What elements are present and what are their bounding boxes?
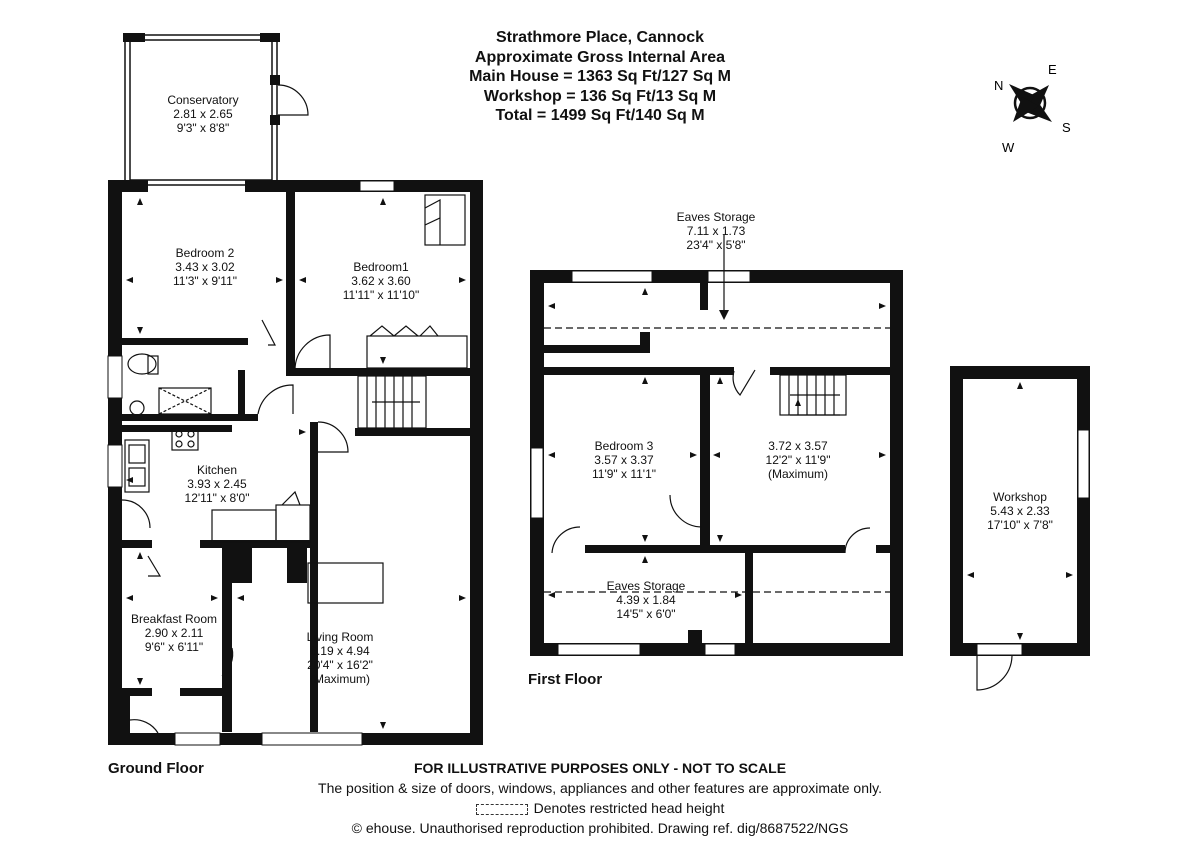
disclaimer-text: The position & size of doors, windows, a… bbox=[318, 780, 882, 796]
room-unnamed-first-floor: 3.72 x 3.57 12'2" x 11'9" (Maximum) bbox=[766, 439, 831, 481]
compass-icon: N E S W bbox=[994, 62, 1071, 155]
compass-e: E bbox=[1048, 62, 1057, 77]
svg-text:2.81 x 2.65: 2.81 x 2.65 bbox=[173, 107, 233, 121]
svg-text:Living Room: Living Room bbox=[307, 630, 374, 644]
ground-floor-plan bbox=[107, 33, 483, 746]
workshop-plan bbox=[950, 366, 1090, 691]
disclaimer-title: FOR ILLUSTRATIVE PURPOSES ONLY - NOT TO … bbox=[413, 760, 787, 776]
room-bedroom-3: Bedroom 3 3.57 x 3.37 11'9" x 11'1" bbox=[592, 439, 656, 481]
svg-text:3.43 x 3.02: 3.43 x 3.02 bbox=[175, 260, 235, 274]
svg-text:20'4" x 16'2": 20'4" x 16'2" bbox=[307, 658, 373, 672]
main-house-area: Main House = 1363 Sq Ft/127 Sq M bbox=[469, 68, 731, 85]
svg-text:Workshop: Workshop bbox=[993, 490, 1047, 504]
svg-text:Bedroom 2: Bedroom 2 bbox=[176, 246, 235, 260]
svg-text:Eaves Storage: Eaves Storage bbox=[677, 210, 756, 224]
svg-text:3.62 x 3.60: 3.62 x 3.60 bbox=[351, 274, 411, 288]
copyright-text: © ehouse. Unauthorised reproduction proh… bbox=[351, 820, 849, 836]
svg-text:Bedroom1: Bedroom1 bbox=[353, 260, 409, 274]
svg-text:11'9" x 11'1": 11'9" x 11'1" bbox=[592, 467, 656, 481]
room-living: Living Room 6.19 x 4.94 20'4" x 16'2" (M… bbox=[307, 630, 374, 686]
svg-text:3.93 x 2.45: 3.93 x 2.45 bbox=[187, 477, 247, 491]
property-address: Strathmore Place, Cannock bbox=[495, 29, 705, 46]
svg-text:6.19 x 4.94: 6.19 x 4.94 bbox=[310, 644, 370, 658]
room-breakfast: Breakfast Room 2.90 x 2.11 9'6" x 6'11" bbox=[131, 612, 217, 654]
svg-text:4.39 x 1.84: 4.39 x 1.84 bbox=[616, 593, 676, 607]
workshop-area: Workshop = 136 Sq Ft/13 Sq M bbox=[483, 87, 717, 105]
footer-notes: FOR ILLUSTRATIVE PURPOSES ONLY - NOT TO … bbox=[200, 758, 1000, 838]
legend: Denotes restricted head height bbox=[200, 798, 1000, 818]
svg-text:17'10" x 7'8": 17'10" x 7'8" bbox=[987, 518, 1053, 532]
room-eaves-storage-bottom: Eaves Storage 4.39 x 1.84 14'5" x 6'0" bbox=[607, 579, 686, 621]
compass-w: W bbox=[1002, 140, 1015, 155]
ground-floor-label: Ground Floor bbox=[108, 760, 204, 777]
svg-text:(Maximum): (Maximum) bbox=[310, 672, 370, 686]
svg-text:12'2" x 11'9": 12'2" x 11'9" bbox=[766, 453, 831, 467]
room-workshop: Workshop 5.43 x 2.33 17'10" x 7'8" bbox=[987, 490, 1053, 532]
svg-text:Bedroom 3: Bedroom 3 bbox=[595, 439, 654, 453]
room-bedroom-2: Bedroom 2 3.43 x 3.02 11'3" x 9'11" bbox=[173, 246, 237, 288]
compass-n: N bbox=[994, 78, 1003, 93]
property-header: Strathmore Place, Cannock Approximate Gr… bbox=[400, 28, 800, 126]
svg-text:11'3" x 9'11": 11'3" x 9'11" bbox=[173, 274, 237, 288]
svg-text:12'11" x 8'0": 12'11" x 8'0" bbox=[185, 491, 250, 505]
svg-text:3.72 x 3.57: 3.72 x 3.57 bbox=[768, 439, 828, 453]
first-floor-label: First Floor bbox=[528, 671, 603, 688]
room-eaves-storage-top: Eaves Storage 7.11 x 1.73 23'4" x 5'8" bbox=[677, 210, 756, 252]
svg-text:(Maximum): (Maximum) bbox=[768, 467, 828, 481]
first-floor-plan bbox=[530, 235, 903, 656]
room-kitchen: Kitchen 3.93 x 2.45 12'11" x 8'0" bbox=[185, 463, 250, 505]
compass-s: S bbox=[1062, 120, 1071, 135]
svg-text:Kitchen: Kitchen bbox=[197, 463, 237, 477]
restricted-height-legend-icon bbox=[475, 803, 528, 815]
svg-text:9'3" x 8'8": 9'3" x 8'8" bbox=[177, 121, 229, 135]
svg-text:Conservatory: Conservatory bbox=[167, 93, 238, 107]
total-area: Total = 1499 Sq Ft/140 Sq M bbox=[495, 107, 705, 124]
svg-text:3.57 x 3.37: 3.57 x 3.37 bbox=[594, 453, 654, 467]
room-conservatory: Conservatory 2.81 x 2.65 9'3" x 8'8" bbox=[167, 93, 238, 135]
svg-text:14'5" x 6'0": 14'5" x 6'0" bbox=[616, 607, 675, 621]
room-bedroom-1: Bedroom1 3.62 x 3.60 11'11" x 11'10" bbox=[343, 260, 420, 302]
svg-text:23'4" x 5'8": 23'4" x 5'8" bbox=[686, 238, 745, 252]
svg-text:7.11 x 1.73: 7.11 x 1.73 bbox=[687, 224, 746, 238]
svg-text:2.90 x 2.11: 2.90 x 2.11 bbox=[145, 626, 204, 640]
legend-text: Denotes restricted head height bbox=[533, 800, 725, 816]
svg-text:11'11" x 11'10": 11'11" x 11'10" bbox=[343, 288, 420, 302]
svg-text:Breakfast Room: Breakfast Room bbox=[131, 612, 217, 626]
svg-text:Eaves Storage: Eaves Storage bbox=[607, 579, 686, 593]
svg-text:5.43 x 2.33: 5.43 x 2.33 bbox=[990, 504, 1050, 518]
svg-text:9'6" x 6'11": 9'6" x 6'11" bbox=[145, 640, 203, 654]
area-title: Approximate Gross Internal Area bbox=[474, 48, 726, 66]
